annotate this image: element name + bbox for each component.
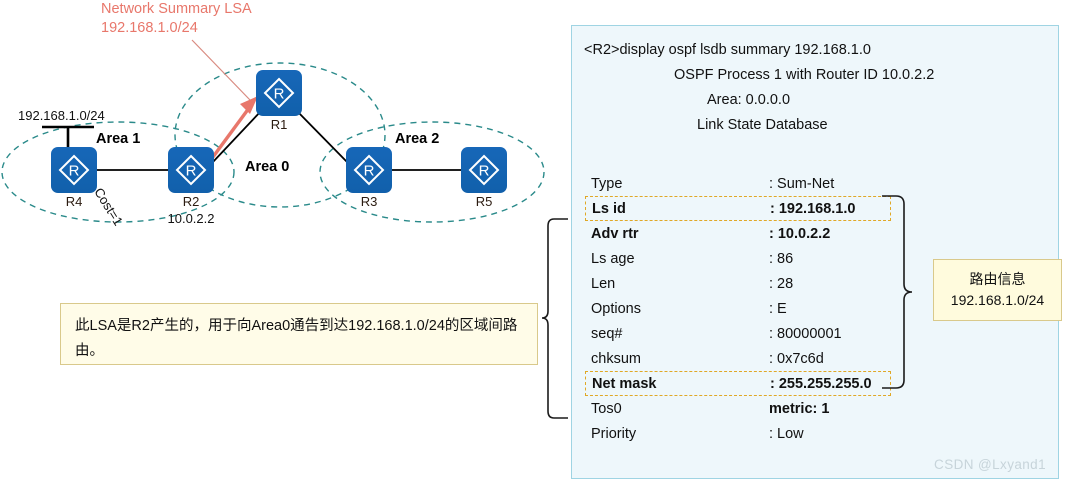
router-diamond-glyph: R bbox=[175, 154, 207, 186]
area-label-area0: Area 0 bbox=[245, 159, 290, 175]
lsdb-row: seq# : 80000001 bbox=[591, 321, 891, 346]
router-label-r2: R2 bbox=[182, 194, 200, 209]
area-0-boundary bbox=[174, 62, 386, 208]
cli-database-line: Link State Database bbox=[697, 117, 828, 133]
lsdb-field-key: Ls age bbox=[591, 250, 635, 267]
note-connector-brace bbox=[541, 218, 568, 419]
lsa-explanation-text: 此LSA是R2产生的，用于向Area0通告到达192.168.1.0/24的区域… bbox=[75, 318, 518, 359]
lsdb-field-value: : 28 bbox=[769, 275, 794, 292]
area-2-boundary bbox=[319, 121, 545, 223]
lsdb-row: Ls age : 86 bbox=[591, 246, 891, 271]
lsdb-field-value: : 255.255.255.0 bbox=[770, 375, 872, 392]
router-node-r1[interactable]: R R1 bbox=[256, 70, 302, 132]
area-1-boundary bbox=[1, 121, 235, 223]
lsdb-field-value: : 80000001 bbox=[769, 325, 842, 342]
lsdb-field-value: : 10.0.2.2 bbox=[769, 225, 831, 242]
router-label-r5: R5 bbox=[475, 194, 493, 209]
lsdb-field-key: Tos0 bbox=[591, 400, 622, 417]
router-diamond-glyph: R bbox=[353, 154, 385, 186]
lsdb-field-value: : 192.168.1.0 bbox=[770, 200, 856, 217]
svg-text:R: R bbox=[69, 163, 80, 180]
stub-network-label: 192.168.1.0/24 bbox=[18, 108, 105, 123]
lsa-explanation-note: 此LSA是R2产生的，用于向Area0通告到达192.168.1.0/24的区域… bbox=[60, 303, 538, 365]
lsdb-field-key: Options bbox=[591, 300, 641, 317]
router-label-r4: R4 bbox=[65, 194, 83, 209]
lsdb-row: Options : E bbox=[591, 296, 891, 321]
lsdb-field-value: : Low bbox=[769, 425, 804, 442]
route-info-connector-brace bbox=[882, 195, 913, 389]
route-info-title: 路由信息 bbox=[969, 271, 1026, 287]
lsdb-row: Tos0 metric: 1 bbox=[591, 396, 891, 421]
router-node-r3[interactable]: R R3 bbox=[346, 147, 392, 209]
svg-text:R: R bbox=[186, 163, 197, 180]
lsdb-field-key: Net mask bbox=[592, 375, 657, 392]
router-diamond-glyph: R bbox=[58, 154, 90, 186]
network-topology-diagram: Network Summary LSA 192.168.1.0/24 192.1… bbox=[1, 0, 545, 228]
router-icon: R bbox=[346, 147, 392, 193]
router-node-r4[interactable]: R R4 bbox=[51, 147, 97, 209]
lsdb-field-key: seq# bbox=[591, 325, 623, 342]
router-icon: R bbox=[51, 147, 97, 193]
lsdb-field-key: Len bbox=[591, 275, 616, 292]
router-node-r2[interactable]: R R2 10.0.2.2 bbox=[168, 147, 215, 226]
lsdb-row: chksum : 0x7c6d bbox=[591, 346, 891, 371]
lsdb-field-key: chksum bbox=[591, 350, 641, 367]
lsdb-field-key: Type bbox=[591, 175, 623, 192]
router-diamond-glyph: R bbox=[263, 77, 295, 109]
lsa-annotation-title: Network Summary LSA bbox=[101, 1, 252, 17]
lsdb-row: Priority : Low bbox=[591, 421, 891, 446]
lsdb-row: Adv rtr : 10.0.2.2 bbox=[591, 221, 891, 246]
lsdb-row: Net mask : 255.255.255.0 bbox=[585, 371, 891, 396]
lsa-leader-line bbox=[191, 39, 251, 101]
lsdb-row: Type : Sum-Net bbox=[591, 171, 891, 196]
watermark: CSDN @Lxyand1 bbox=[934, 457, 1046, 472]
route-info-value: 192.168.1.0/24 bbox=[950, 292, 1045, 308]
cli-command: <R2>display ospf lsdb summary 192.168.1.… bbox=[584, 42, 871, 58]
lsdb-field-key: Ls id bbox=[592, 200, 626, 217]
lsdb-field-value: : E bbox=[769, 300, 787, 317]
lsdb-row: Len : 28 bbox=[591, 271, 891, 296]
svg-text:R: R bbox=[364, 163, 375, 180]
cli-output-panel: <R2>display ospf lsdb summary 192.168.1.… bbox=[571, 25, 1059, 479]
router-diamond-glyph: R bbox=[468, 154, 500, 186]
link-r2-r1 bbox=[211, 109, 263, 164]
cli-process-line: OSPF Process 1 with Router ID 10.0.2.2 bbox=[674, 67, 935, 83]
router-icon: R bbox=[461, 147, 507, 193]
router-icon: R bbox=[256, 70, 302, 116]
link-r1-r3 bbox=[295, 109, 349, 164]
lsa-annotation: Network Summary LSA 192.168.1.0/24 bbox=[101, 0, 331, 38]
area-label-area2: Area 2 bbox=[395, 131, 440, 147]
lsdb-field-value: metric: 1 bbox=[769, 400, 830, 417]
lsdb-field-key: Priority bbox=[591, 425, 637, 442]
topology-vector-layer bbox=[1, 39, 545, 223]
router-ip-r2: 10.0.2.2 bbox=[167, 211, 215, 226]
cli-header: <R2>display ospf lsdb summary 192.168.1.… bbox=[572, 26, 1058, 138]
router-label-r1: R1 bbox=[270, 117, 288, 132]
svg-text:R: R bbox=[479, 163, 490, 180]
router-icon: R bbox=[168, 147, 214, 193]
svg-text:R: R bbox=[274, 86, 285, 103]
cli-area-line: Area: 0.0.0.0 bbox=[707, 92, 791, 108]
lsdb-field-key: Adv rtr bbox=[591, 225, 639, 242]
lsdb-field-value: : 86 bbox=[769, 250, 794, 267]
lsdb-field-value: : 0x7c6d bbox=[769, 350, 824, 367]
lsdb-field-value: : Sum-Net bbox=[769, 175, 835, 192]
area-label-area1: Area 1 bbox=[96, 131, 141, 147]
lsdb-row: Ls id : 192.168.1.0 bbox=[585, 196, 891, 221]
router-label-r3: R3 bbox=[360, 194, 378, 209]
route-info-callout: 路由信息 192.168.1.0/24 bbox=[933, 259, 1062, 321]
lsa-annotation-subnet: 192.168.1.0/24 bbox=[101, 20, 198, 36]
router-node-r5[interactable]: R R5 bbox=[461, 147, 507, 209]
